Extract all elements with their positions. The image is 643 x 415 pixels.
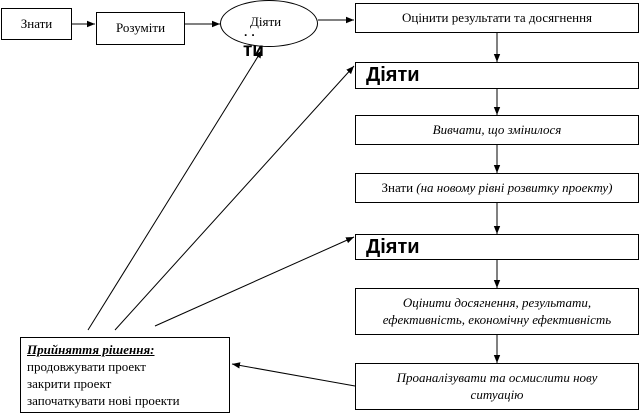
evaluate-efficiency-box: Оцінити досягнення, результати, ефективн… [355,288,639,335]
know-label: Знати [20,15,53,31]
decision-option: закрити проект [27,375,112,391]
know-new-level-detail: (на новому рівні розвитку проекту) [416,179,613,195]
act-box-1: Діяти [355,62,639,89]
act-ellipse-dots: · · [244,28,256,42]
study-changes-box: Вивчати, що змінилося [355,115,639,145]
evaluate-results-box: Оцінити результати та досягнення [355,3,639,33]
decision-option: продовжувати проект [27,358,146,374]
know-new-level-prefix: Знати [381,179,417,195]
act-ellipse [220,0,318,47]
analyze-line2: ситуацію [470,386,524,402]
decision-title: Прийняття рішення: [27,342,155,357]
arrow-decision-to-act1 [114,65,355,331]
analyze-box: Проаналізувати та осмислити нову ситуаці… [355,363,639,410]
evaluate-efficiency-line1: Оцінити досягнення, результати, [402,295,592,311]
evaluate-results-label: Оцінити результати та досягнення [401,9,593,25]
analyze-line1: Проаналізувати та осмислити нову [396,370,598,386]
study-changes-label: Вивчати, що змінилося [432,121,562,137]
arrow-analyze-to-decision [231,362,356,387]
act-ellipse-label: Діяти [250,14,282,29]
act-ellipse-overflow-text: ти [243,40,264,61]
act-box-2: Діяти [355,234,639,260]
evaluate-efficiency-line2: ефективність, економічну ефективність [382,311,612,327]
act-label-1: Діяти [366,64,420,86]
arrow-decision-to-act2 [154,236,355,327]
decision-box: Прийняття рішення: продовжувати проект з… [20,337,230,413]
decision-option: започаткувати нові проекти [27,392,180,408]
know-new-level-box: Знати (на новому рівні розвитку проекту) [355,173,639,203]
understand-box: Розуміти [96,12,185,45]
understand-label: Розуміти [115,20,166,36]
know-new-level-text: Знати (на новому рівні розвитку проекту) [381,180,612,196]
know-box: Знати [1,8,72,40]
act-label-2: Діяти [366,235,420,258]
arrow-decision-to-top-act [87,49,263,331]
